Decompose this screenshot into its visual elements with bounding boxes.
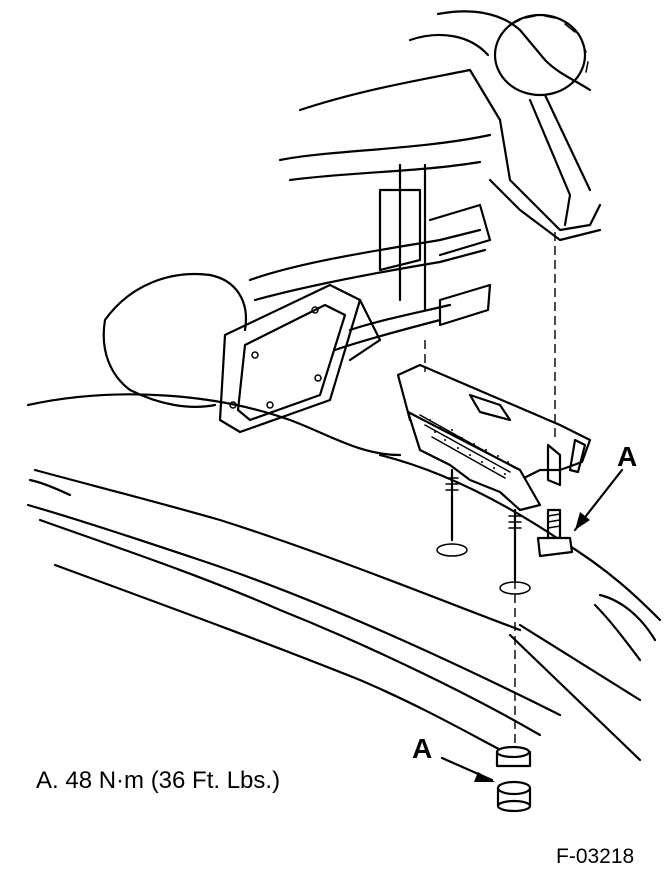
- alignment-lines: [424, 232, 556, 755]
- torque-legend: A. 48 N·m (36 Ft. Lbs.): [36, 767, 281, 794]
- callout-label-a: A: [617, 441, 638, 472]
- lower-nut-upper: [495, 745, 532, 768]
- callout-arrow-left: [440, 756, 495, 782]
- callout-label-a: A: [412, 733, 433, 764]
- callout-arrow-right: [573, 468, 624, 532]
- engine-mount: [396, 363, 592, 582]
- figure-number: F-03218: [556, 845, 635, 868]
- tail-housing: [488, 13, 602, 242]
- transmission-housing: [248, 10, 592, 352]
- lower-nut-lower: [496, 780, 532, 813]
- cylinder-and-flange: [102, 273, 382, 434]
- frame-crossmember: [26, 393, 662, 762]
- mount-bolt-right: [536, 508, 574, 558]
